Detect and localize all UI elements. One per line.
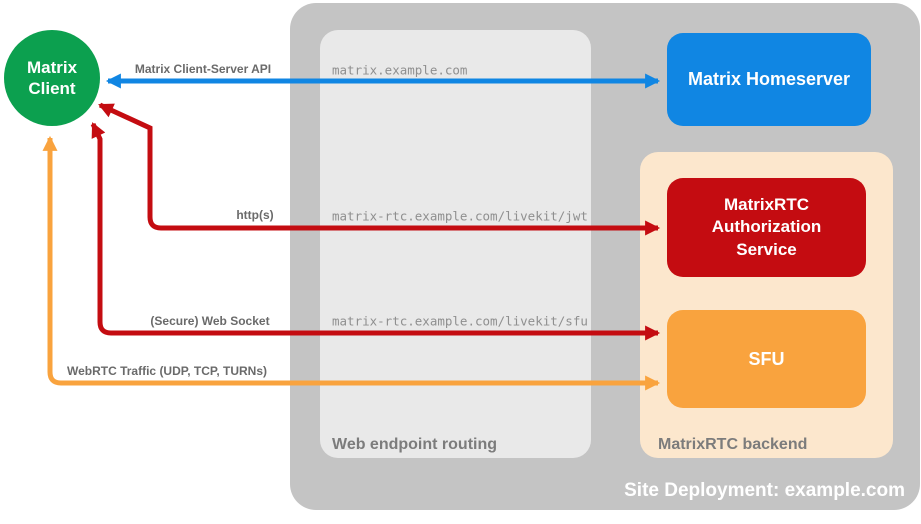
route-livekit-sfu: matrix-rtc.example.com/livekit/sfu	[332, 313, 588, 329]
matrix-homeserver-node: Matrix Homeserver	[667, 33, 871, 126]
webrtc-edge-label: WebRTC Traffic (UDP, TCP, TURNs)	[66, 364, 268, 378]
web-endpoint-routing-caption: Web endpoint routing	[332, 436, 498, 453]
matrix-client-label: Matrix Client	[26, 57, 78, 98]
sfu-label: SFU	[748, 348, 785, 369]
matrix-homeserver-label: Matrix Homeserver	[687, 69, 851, 89]
auth-service-label: MatrixRTC Authorization Service	[711, 195, 822, 259]
route-homeserver: matrix.example.com	[332, 62, 468, 78]
https-edge-label: http(s)	[236, 208, 274, 222]
matrix-client-node: Matrix Client	[4, 30, 100, 126]
route-livekit-jwt: matrix-rtc.example.com/livekit/jwt	[332, 208, 588, 224]
matrixrtc-backend-caption: MatrixRTC backend	[658, 436, 808, 453]
site-deployment-caption: Site Deployment: example.com	[624, 480, 905, 501]
websocket-edge-label: (Secure) Web Socket	[150, 314, 270, 328]
client-server-api-edge-label: Matrix Client-Server API	[134, 62, 272, 76]
matrixrtc-auth-service-node: MatrixRTC Authorization Service	[667, 178, 866, 277]
web-endpoint-routing-group	[320, 30, 591, 458]
sfu-node: SFU	[667, 310, 866, 408]
